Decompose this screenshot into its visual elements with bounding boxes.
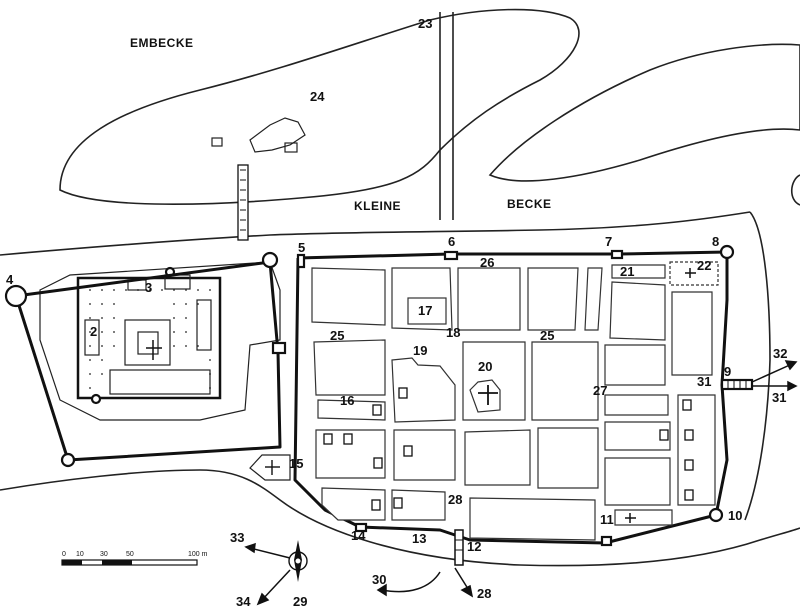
label-25-east: 25 xyxy=(540,328,554,343)
brewery-icon xyxy=(403,445,413,457)
castle-outer-wall xyxy=(14,260,282,462)
label-33: 33 xyxy=(230,530,244,545)
brewery-icon xyxy=(684,459,694,471)
gate-12 xyxy=(454,529,464,566)
scale-tick-30: 30 xyxy=(100,551,108,558)
label-27: 27 xyxy=(593,383,607,398)
brewery-icon xyxy=(372,404,382,416)
tower-8 xyxy=(719,244,735,260)
label-26: 26 xyxy=(480,255,494,270)
label-31-inner: 31 xyxy=(697,374,711,389)
tower-southwest xyxy=(60,452,76,468)
bridge xyxy=(237,164,249,241)
brewery-icon xyxy=(343,433,353,445)
east-island-outline xyxy=(790,174,800,206)
brewery-icon xyxy=(371,499,381,511)
river-east-bank xyxy=(744,211,771,521)
area-label-embecke: EMBECKE xyxy=(130,36,194,50)
direction-arrows xyxy=(244,360,798,606)
label-28-outer: 28 xyxy=(477,586,491,601)
label-22: 22 xyxy=(697,258,711,273)
courtyard-dots xyxy=(89,289,211,389)
area-label-kleine: KLEINE xyxy=(354,199,401,213)
river-south-bank xyxy=(0,211,751,256)
label-9: 9 xyxy=(724,364,731,379)
brewery-icon xyxy=(393,497,403,509)
label-20: 20 xyxy=(478,359,492,374)
label-34: 34 xyxy=(236,594,251,609)
label-6: 6 xyxy=(448,234,455,249)
label-14: 14 xyxy=(351,528,366,543)
label-23: 23 xyxy=(418,16,432,31)
brewery-icon xyxy=(659,429,669,441)
bridge-deck xyxy=(237,164,249,241)
church-20 xyxy=(469,379,501,413)
arrow-34 xyxy=(261,569,291,601)
brewery-icon xyxy=(684,429,694,441)
gate-9 xyxy=(720,378,754,391)
brewery-icon xyxy=(373,457,383,469)
castle-precinct xyxy=(39,261,281,421)
castle-south-wing xyxy=(109,369,211,395)
label-31-outer: 31 xyxy=(772,390,786,405)
tower-10 xyxy=(708,507,724,523)
arrow-33 xyxy=(249,547,291,559)
label-5: 5 xyxy=(298,240,305,255)
label-30: 30 xyxy=(372,572,386,587)
castle-west-wing xyxy=(84,319,100,356)
label-3: 3 xyxy=(145,280,152,295)
label-28-inner: 28 xyxy=(448,492,462,507)
label-25-west: 25 xyxy=(330,328,344,343)
tower-4 xyxy=(4,284,28,308)
castle-courtyard xyxy=(76,276,222,400)
scale-tick-0: 0 xyxy=(62,551,66,558)
building-17 xyxy=(407,297,447,325)
label-2: 2 xyxy=(90,324,97,339)
gate-6 xyxy=(443,250,459,261)
brewery-icon xyxy=(682,399,692,411)
brewery-icon xyxy=(398,387,408,399)
scale-tick-10: 10 xyxy=(76,551,84,558)
label-17: 17 xyxy=(418,303,432,318)
scale-bar: 0 10 30 50 100 m xyxy=(61,551,208,566)
area-label-becke: BECKE xyxy=(507,197,552,211)
gate-7 xyxy=(610,249,624,260)
label-19: 19 xyxy=(413,343,427,358)
label-16: 16 xyxy=(340,393,354,408)
brewery-icon xyxy=(323,433,333,445)
label-8: 8 xyxy=(712,234,719,249)
label-10: 10 xyxy=(728,508,742,523)
label-4: 4 xyxy=(6,272,14,287)
arrow-32 xyxy=(751,363,793,383)
scale-tick-50: 50 xyxy=(126,551,134,558)
scale-tick-100m: 100 m xyxy=(188,551,208,558)
label-29: 29 xyxy=(293,594,307,609)
island-building-ruin xyxy=(211,117,306,153)
tower-northwest xyxy=(261,251,279,269)
brewery-icon xyxy=(684,489,694,501)
label-12: 12 xyxy=(467,539,481,554)
town-blocks xyxy=(311,261,719,541)
label-21: 21 xyxy=(620,264,634,279)
label-18: 18 xyxy=(446,325,460,340)
bastion-15 xyxy=(249,454,291,481)
compass-rose xyxy=(288,540,308,582)
label-15: 15 xyxy=(289,456,303,471)
river-outlines xyxy=(0,8,800,567)
label-24: 24 xyxy=(310,89,325,104)
label-7: 7 xyxy=(605,234,612,249)
label-11: 11 xyxy=(600,512,614,527)
north-east-island-outline xyxy=(488,43,800,182)
arrow-30 xyxy=(381,571,441,593)
brewery-markers xyxy=(323,387,694,511)
embecke-island-outline xyxy=(59,8,580,205)
label-13: 13 xyxy=(412,531,426,546)
castle-keep xyxy=(124,319,171,366)
gate-5 xyxy=(296,253,306,269)
label-32: 32 xyxy=(773,346,787,361)
river-south-outline xyxy=(0,469,800,567)
